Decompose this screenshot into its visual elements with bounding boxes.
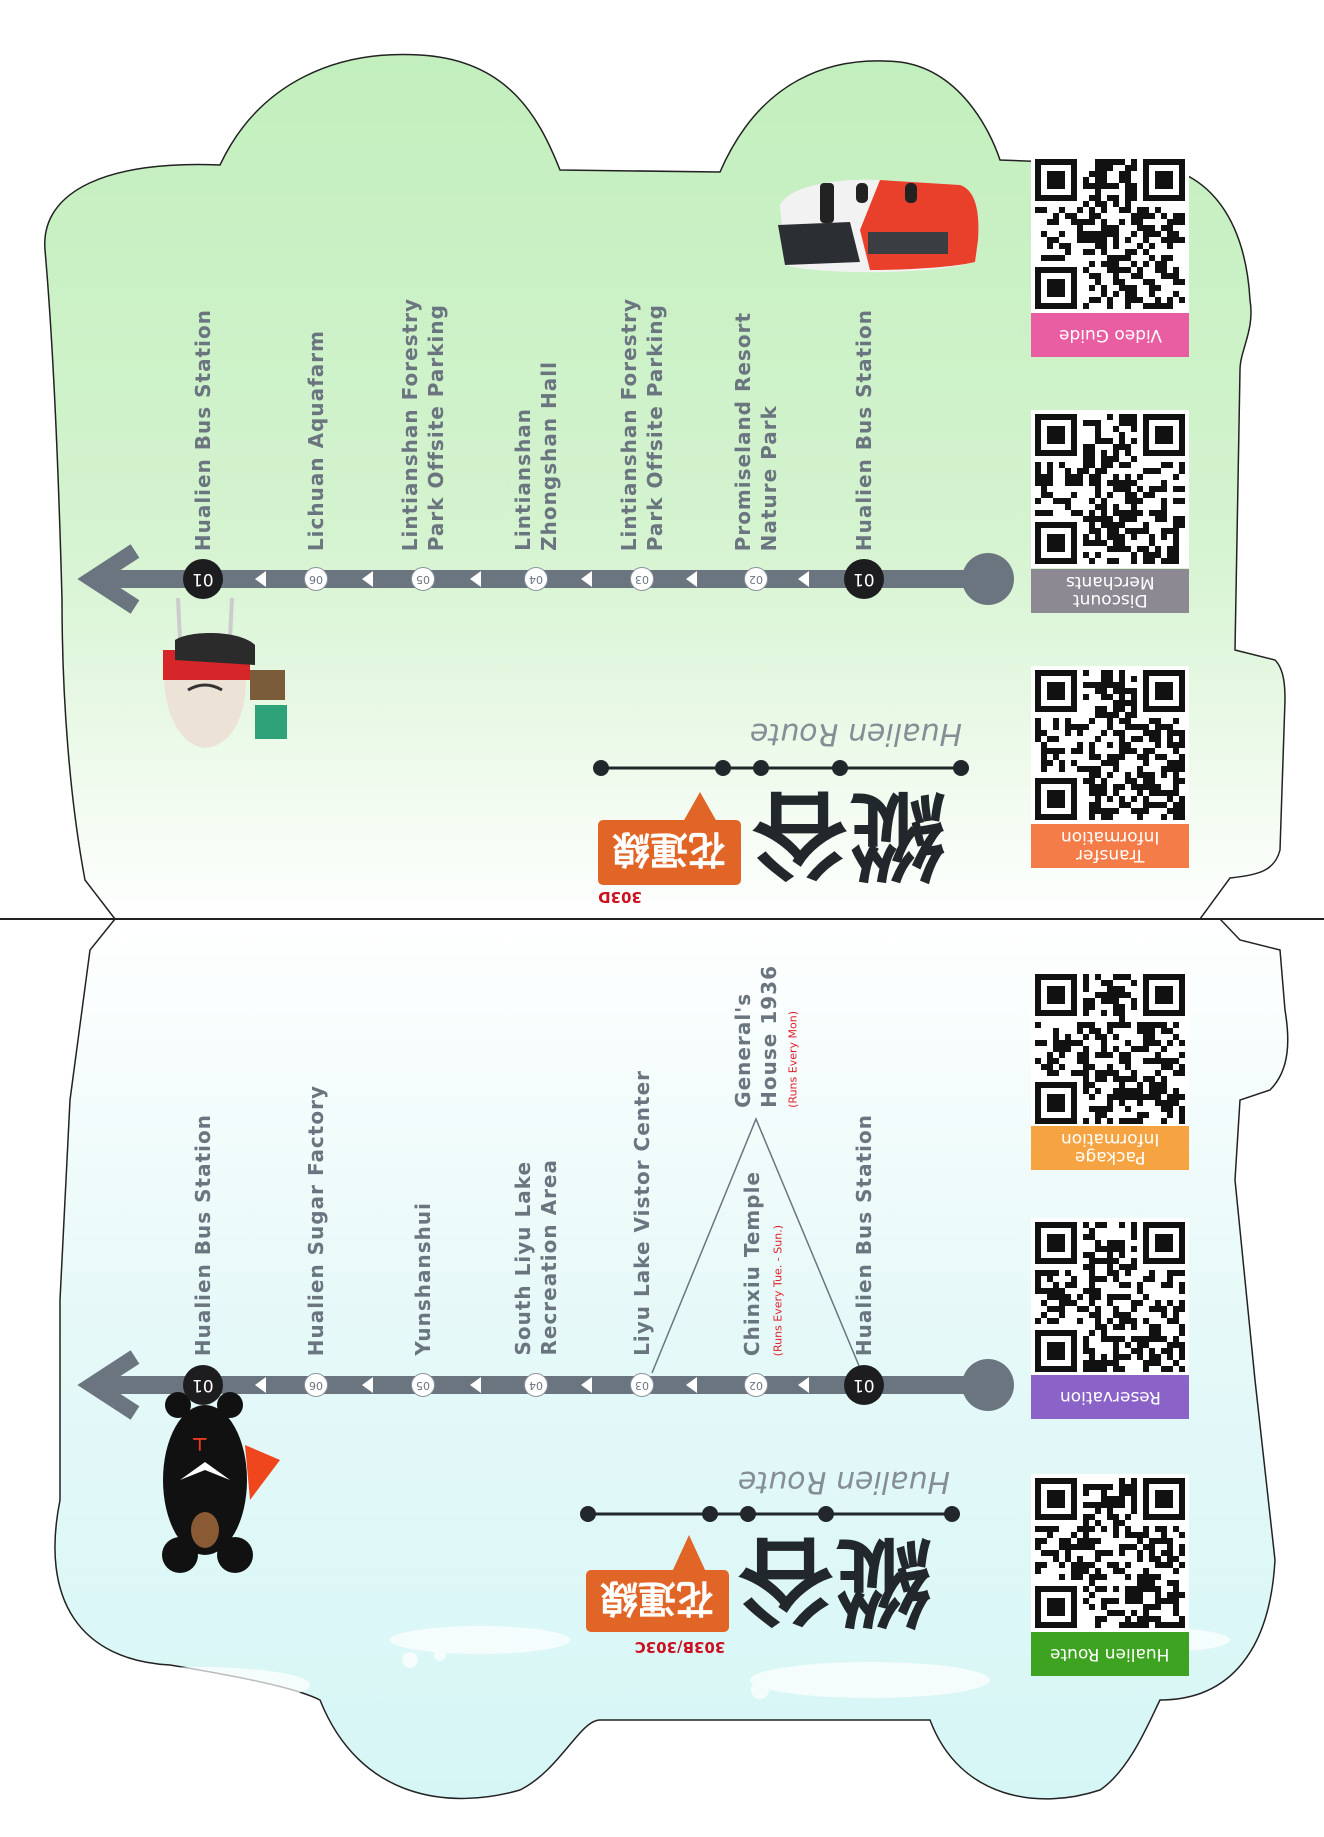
station-marker: 01 xyxy=(183,559,223,599)
station-label: Chinxiu Temple xyxy=(740,1170,764,1356)
station-label: Hualien Sugar Factory xyxy=(304,1084,328,1356)
station-note-branch: (Runs Every Mon) xyxy=(786,1011,800,1108)
route-title: Hualien Route xyxy=(737,1464,951,1499)
station-label: Hualien Bus Station xyxy=(852,308,876,551)
bear-illustration: ⊥ xyxy=(162,1392,280,1573)
station-label: Hualien Bus Station xyxy=(852,1113,876,1356)
qr-code[interactable] xyxy=(1031,970,1189,1128)
qr-label-package-information[interactable]: Package Information xyxy=(1031,1126,1189,1170)
top-panel-shape xyxy=(44,53,1286,920)
direction-arrow-icon xyxy=(686,571,697,587)
station-marker: 01 xyxy=(183,1365,223,1405)
station-label: Yunshanshui xyxy=(411,1202,435,1356)
route-badge: 花運線 xyxy=(598,820,741,885)
qr-label-discount-merchants[interactable]: Discount Merchants xyxy=(1031,569,1189,613)
bottom-badge-pointer xyxy=(672,1535,706,1572)
station-marker: 01 xyxy=(844,1365,884,1405)
bus-illustration xyxy=(778,179,979,273)
station-label: Promiseland Resort Nature Park xyxy=(731,311,781,551)
station-marker: 04 xyxy=(524,1373,548,1397)
direction-arrow-icon xyxy=(255,571,266,587)
direction-arrow-icon xyxy=(798,1377,809,1393)
top-title-dots xyxy=(593,760,969,776)
station-marker: 02 xyxy=(744,567,768,591)
route-badge: 花運線 xyxy=(586,1570,729,1632)
qr-label-reservation[interactable]: Reservation xyxy=(1031,1375,1189,1419)
route-title-chinese: 縱谷 xyxy=(750,778,946,890)
station-label: South Liyu Lake Recreation Area xyxy=(511,1159,561,1356)
bottom-title-dots xyxy=(580,1506,960,1522)
station-marker: 03 xyxy=(630,567,654,591)
svg-text:⊥: ⊥ xyxy=(192,1433,208,1454)
direction-arrow-icon xyxy=(798,571,809,587)
station-label: Hualien Bus Station xyxy=(191,308,215,551)
direction-arrow-icon xyxy=(581,1377,592,1393)
bottom-panel-shape xyxy=(54,918,1289,1800)
mascot-illustration xyxy=(163,597,287,748)
qr-code[interactable] xyxy=(1031,155,1189,313)
station-label: Lintianshan Forestry Park Offsite Parkin… xyxy=(617,297,667,551)
station-marker: 05 xyxy=(411,567,435,591)
station-note: (Runs Every Tue. - Sun.) xyxy=(771,1224,785,1356)
station-label: Lintianshan Forestry Park Offsite Parkin… xyxy=(398,297,448,551)
station-label: Hualien Bus Station xyxy=(191,1113,215,1356)
direction-arrow-icon xyxy=(362,1377,373,1393)
qr-code[interactable] xyxy=(1031,666,1189,824)
direction-arrow-icon xyxy=(581,571,592,587)
station-label: Lichuan Aquafarm xyxy=(304,329,328,551)
fold-line xyxy=(0,918,1324,920)
station-marker: 02 xyxy=(744,1373,768,1397)
direction-arrow-icon xyxy=(362,571,373,587)
qr-label-transfer-information[interactable]: Transfer Information xyxy=(1031,824,1189,868)
route-title: Hualien Route xyxy=(749,716,963,751)
clouds xyxy=(90,1626,1230,1703)
top-badge-pointer xyxy=(683,792,717,822)
direction-arrow-icon xyxy=(470,571,481,587)
qr-label-video-guide[interactable]: Video Guide xyxy=(1031,313,1189,357)
route-code: 303D xyxy=(598,888,642,906)
direction-arrow-icon xyxy=(470,1377,481,1393)
route-title-chinese: 縱谷 xyxy=(736,1524,932,1636)
station-label: Lintianshan Zhongshan Hall xyxy=(511,361,561,551)
station-marker: 06 xyxy=(304,1373,328,1397)
station-marker: 05 xyxy=(411,1373,435,1397)
route-code: 303B/303C xyxy=(634,1638,726,1656)
station-marker: 06 xyxy=(304,567,328,591)
qr-code[interactable] xyxy=(1031,410,1189,568)
qr-code[interactable] xyxy=(1031,1474,1189,1632)
qr-code[interactable] xyxy=(1031,1218,1189,1376)
station-marker: 01 xyxy=(844,559,884,599)
qr-label-hualien-route[interactable]: Hualien Route xyxy=(1031,1632,1189,1676)
branch-line xyxy=(651,1117,863,1374)
station-marker: 03 xyxy=(630,1373,654,1397)
station-label: Liyu Lake Vistor Center xyxy=(630,1070,654,1356)
station-label-branch: General's House 1936 xyxy=(731,965,781,1108)
direction-arrow-icon xyxy=(686,1377,697,1393)
direction-arrow-icon xyxy=(255,1377,266,1393)
station-marker: 04 xyxy=(524,567,548,591)
